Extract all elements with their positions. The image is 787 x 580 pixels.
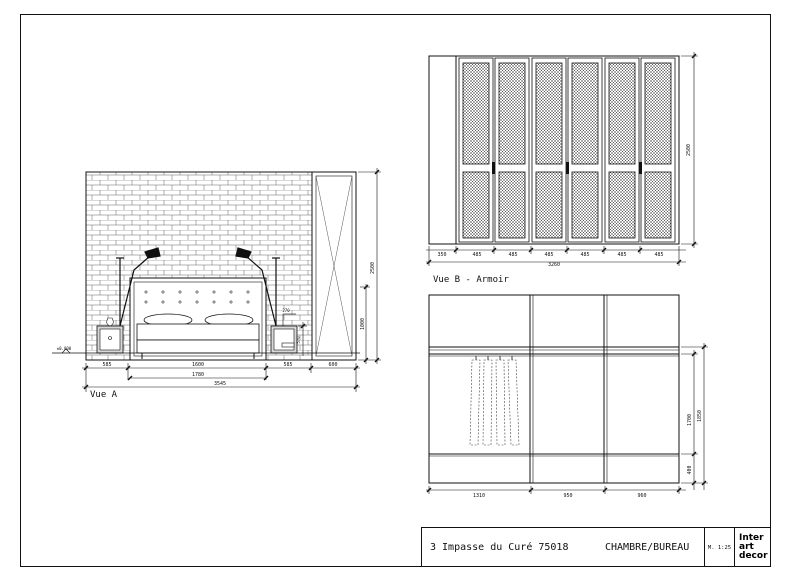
- dim-w485-1: 485: [472, 252, 481, 258]
- dim-w485-6: 485: [654, 252, 663, 258]
- room-name: CHAMBRE/BUREAU: [605, 542, 690, 553]
- dim-585-right: 585: [283, 362, 292, 368]
- dim-w1310: 1310: [473, 493, 485, 499]
- dim-w485-3: 485: [544, 252, 553, 258]
- mattress: [136, 323, 260, 341]
- dim-1600: 1600: [192, 362, 204, 368]
- scale-text: M. 1:25: [707, 544, 732, 551]
- dim-h400: 400: [687, 465, 693, 474]
- logo-line-2: art: [739, 542, 754, 552]
- dim-1780: 1780: [192, 372, 204, 378]
- bed-base: [136, 339, 260, 354]
- dim-270: 270: [282, 308, 290, 313]
- view-a-elevation: [52, 168, 381, 392]
- sheet-frame: [20, 14, 771, 567]
- dim-600: 600: [328, 362, 337, 368]
- dim-2500-a: 2500: [370, 262, 376, 274]
- dim-h1850: 1850: [697, 410, 703, 422]
- dim-w950: 950: [563, 493, 572, 499]
- address-text: 3 Impasse du Curé 75018: [430, 542, 569, 553]
- level-mark: ±0.000: [57, 346, 72, 351]
- view-c-interior: [426, 294, 708, 494]
- view-b-title: Vue B - Armoir: [433, 275, 509, 285]
- dim-570: 570: [296, 336, 301, 344]
- dim-w3260: 3260: [548, 262, 560, 268]
- lamp-right: [235, 247, 280, 327]
- dim-w960: 960: [637, 493, 646, 499]
- dim-w485-4: 485: [580, 252, 589, 258]
- view-a-title: Vue A: [90, 390, 118, 400]
- view-b-wardrobe: [426, 52, 698, 266]
- dim-w485-5: 485: [617, 252, 626, 258]
- address-cell: 3 Impasse du Curé 75018: [422, 528, 705, 567]
- logo-line-1: Inter: [739, 533, 764, 543]
- dim-1000: 1000: [360, 318, 366, 330]
- dim-585-left: 585: [102, 362, 111, 368]
- dim-w485-2: 485: [508, 252, 517, 258]
- dim-h2500-b: 2500: [686, 144, 692, 156]
- logo-line-3: decor: [739, 551, 768, 561]
- dim-w350: 350: [437, 252, 446, 258]
- scale-cell: M. 1:25: [705, 528, 735, 567]
- lamp-left: [116, 247, 161, 327]
- dim-h1700: 1700: [687, 414, 693, 426]
- dim-3545: 3545: [214, 381, 226, 387]
- title-block: 3 Impasse du Curé 75018 CHAMBRE/BUREAU M…: [421, 527, 771, 567]
- company-logo: Inter art decor: [735, 528, 772, 567]
- hanging-clothes: [469, 359, 520, 446]
